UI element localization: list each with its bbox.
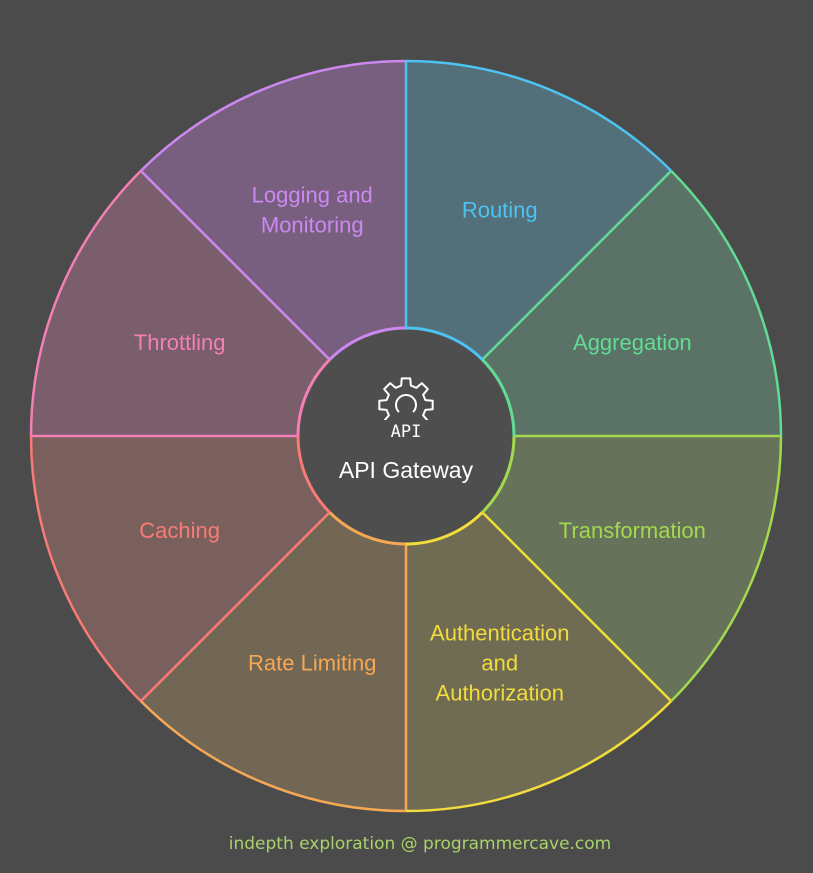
outer-arc-authentication-and-authorization	[405, 700, 673, 813]
segment-logging-and-monitoring	[140, 61, 406, 360]
segment-label-caching: Caching	[139, 518, 220, 543]
api-icon-label: API	[391, 422, 422, 442]
center-hub: API API Gateway	[296, 326, 516, 546]
divider-logging-and-monitoring	[139, 169, 331, 361]
segment-label-line: Logging and	[252, 183, 373, 208]
hub-arc-routing	[405, 326, 484, 361]
segment-caching	[31, 436, 330, 702]
segment-rate-limiting	[140, 512, 406, 811]
segment-label-routing: Routing	[462, 198, 538, 223]
outer-arc-transformation	[670, 435, 783, 703]
hub-arc-logging-and-monitoring	[328, 326, 407, 361]
footer-credit: indepth exploration @ programmercave.com	[229, 834, 612, 854]
segment-routing	[406, 61, 672, 360]
segment-authentication-and-authorization	[406, 512, 672, 811]
segments-group: RoutingAggregationTransformationAuthenti…	[29, 59, 783, 813]
divider-caching	[139, 511, 331, 703]
divider-authentication-and-authorization	[481, 511, 673, 703]
segment-label-line: Authorization	[436, 680, 564, 705]
icon-label-backing	[382, 420, 430, 440]
hub-arc-throttling	[296, 358, 331, 437]
hub-arc-aggregation	[481, 358, 516, 437]
segment-label-line: Monitoring	[261, 213, 364, 238]
outer-arc-throttling	[29, 169, 142, 437]
segment-throttling	[31, 170, 330, 436]
segment-label-line: Caching	[139, 518, 220, 543]
segment-label-line: and	[481, 650, 518, 675]
outer-arc-aggregation	[670, 169, 783, 437]
segment-label-line: Authentication	[430, 620, 569, 645]
segment-transformation	[482, 436, 781, 702]
divider-aggregation	[481, 169, 673, 361]
segment-label-transformation: Transformation	[559, 518, 706, 543]
segment-label-throttling: Throttling	[134, 330, 226, 355]
segment-label-line: Transformation	[559, 518, 706, 543]
segment-label-aggregation: Aggregation	[573, 330, 692, 355]
outer-arc-routing	[405, 59, 673, 172]
gear-hole	[395, 394, 417, 413]
segment-label-line: Routing	[462, 198, 538, 223]
segment-label-line: Rate Limiting	[248, 650, 376, 675]
outer-arc-logging-and-monitoring	[139, 59, 407, 172]
gear-icon	[378, 377, 434, 440]
center-title: API Gateway	[339, 457, 474, 483]
hub-arc-transformation	[481, 435, 516, 514]
hub-arc-rate-limiting	[328, 511, 407, 546]
hub-arc-caching	[296, 435, 331, 514]
segment-label-rate-limiting: Rate Limiting	[248, 650, 376, 675]
outer-arc-rate-limiting	[139, 700, 407, 813]
segment-label-line: Aggregation	[573, 330, 692, 355]
segment-label-line: Throttling	[134, 330, 226, 355]
outer-arc-caching	[29, 435, 142, 703]
segment-aggregation	[482, 170, 781, 436]
hub-arc-authentication-and-authorization	[405, 511, 484, 546]
